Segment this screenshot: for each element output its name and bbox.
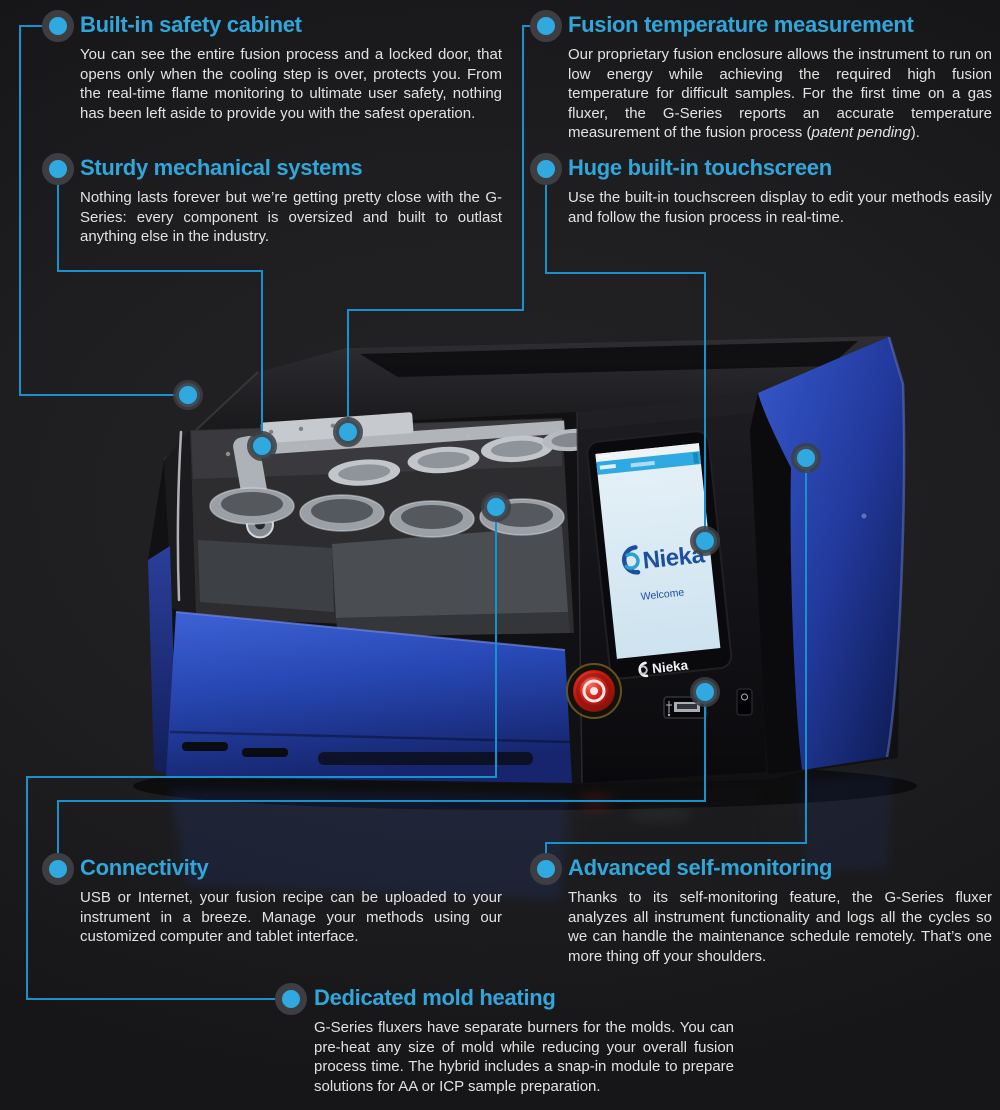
dot-mechanical-systems — [247, 431, 277, 461]
connector-dots — [173, 380, 821, 707]
callout-built-in-safety-cabinet: Built-in safety cabinet You can see the … — [80, 12, 502, 123]
nieka-logo-bezel: Nieka — [638, 657, 689, 678]
dot-fusion-temperature — [333, 417, 363, 447]
callout-body-text: ). — [910, 124, 920, 142]
connector-line-safety-cabinet — [19, 25, 188, 396]
fluxer-machine: Nieka Welcome Nieka — [133, 336, 917, 900]
drawer-seam — [169, 730, 571, 744]
callout-body: Use the built-in touchscreen display to … — [568, 189, 992, 226]
wing-screw-2 — [861, 513, 867, 519]
drawer-slot-1 — [182, 742, 228, 751]
callout-body: G-Series fluxers have separate burners f… — [314, 1019, 734, 1095]
marker-safety-cabinet — [42, 10, 74, 42]
callout-sturdy-mechanical-systems: Sturdy mechanical systems Nothing lasts … — [80, 155, 502, 247]
console-top-bevel — [577, 393, 760, 430]
marker-connectivity — [42, 853, 74, 885]
mold-holder-main — [332, 526, 568, 618]
callout-body: Thanks to its self-monitoring feature, t… — [568, 889, 992, 965]
callout-title: Advanced self-monitoring — [568, 855, 833, 880]
emergency-stop-button — [566, 663, 622, 719]
connector-line-mechanical-systems — [57, 183, 263, 446]
marker-self-monitoring — [530, 853, 562, 885]
marker-mold-heating — [275, 983, 307, 1015]
callout-body-italic: patent pending — [811, 124, 911, 142]
callout-body: Our proprietary fusion enclosure allows … — [568, 45, 992, 143]
callout-fusion-temperature-measurement: Fusion temperature measurement Our propr… — [568, 12, 992, 143]
screen-welcome-text: Welcome — [640, 587, 685, 604]
callout-title: Dedicated mold heating — [314, 985, 556, 1010]
marker-mechanical-systems — [42, 153, 74, 185]
screen-titlebar — [595, 443, 700, 462]
callout-dedicated-mold-heating: Dedicated mold heating G-Series fluxers … — [314, 985, 734, 1096]
callout-title: Sturdy mechanical systems — [80, 155, 363, 180]
callout-advanced-self-monitoring: Advanced self-monitoring Thanks to its s… — [568, 855, 992, 966]
top-crucible-trays — [328, 428, 603, 486]
glass-door-edge — [176, 430, 183, 602]
drawer-slot-2 — [242, 748, 288, 757]
callout-body: USB or Internet, your fusion recipe can … — [80, 889, 502, 946]
callout-body: Nothing lasts forever but we’re getting … — [80, 189, 502, 246]
power-switch — [736, 688, 753, 716]
mold-holder-left — [198, 540, 334, 612]
callout-body: You can see the entire fusion process an… — [80, 46, 502, 122]
dot-touchscreen — [690, 526, 720, 556]
callout-title: Connectivity — [80, 855, 209, 880]
marker-fusion-temperature — [530, 10, 562, 42]
dot-connectivity — [690, 677, 720, 707]
drawer-slot-wide — [318, 752, 533, 765]
dot-self-monitoring — [791, 443, 821, 473]
wing-edge-highlight — [885, 336, 906, 758]
connector-lines — [19, 25, 807, 1000]
floor-reflection — [170, 772, 893, 900]
bottom-crucible-cups — [209, 487, 565, 538]
callout-body-text: Our proprietary fusion enclosure allows … — [568, 46, 992, 142]
screen-status-marks — [598, 452, 699, 470]
connector-line-connectivity — [57, 692, 706, 855]
callout-markers — [42, 10, 562, 1015]
dot-safety-cabinet — [173, 380, 203, 410]
connector-line-self-monitoring — [545, 458, 807, 855]
callout-huge-built-in-touchscreen: Huge built-in touchscreen Use the built-… — [568, 155, 992, 227]
dot-mold-heating — [481, 492, 511, 522]
callout-connectivity: Connectivity USB or Internet, your fusio… — [80, 855, 502, 947]
cabinet-left-frame — [164, 430, 196, 618]
wing-inner-shadow — [750, 393, 802, 774]
body-front-panel — [166, 612, 572, 783]
body-front-top-highlight — [175, 611, 566, 651]
connector-line-mold-heating — [26, 507, 497, 1000]
bezel-brand-text: Nieka — [651, 657, 689, 676]
connector-line-fusion-temperature — [347, 25, 532, 432]
touchscreen: Nieka Welcome Nieka — [586, 430, 733, 680]
callout-title: Built-in safety cabinet — [80, 12, 302, 37]
callout-title: Fusion temperature measurement — [568, 12, 914, 37]
mold-holder-front — [336, 612, 570, 637]
machine-top-recess — [360, 341, 858, 377]
touchscreen-display — [595, 443, 721, 659]
usb-icon — [666, 701, 672, 717]
connector-line-touchscreen — [545, 183, 706, 541]
console-left-edge — [576, 411, 583, 784]
body-right-wing — [758, 337, 905, 770]
marker-touchscreen — [530, 153, 562, 185]
callout-title: Huge built-in touchscreen — [568, 155, 832, 180]
